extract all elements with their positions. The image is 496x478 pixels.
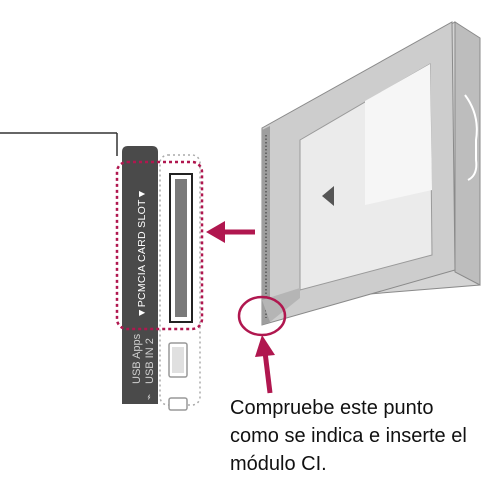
slot-label: ▼PCMCIA CARD SLOT▼	[136, 189, 148, 318]
pcmcia-card-slot	[169, 173, 193, 323]
usb-apps-label: USB Apps	[131, 333, 143, 384]
tv-outline	[0, 132, 118, 156]
usb-in-2-label: USB IN 2	[144, 338, 156, 384]
caption-line-2: como se indica e inserte el	[230, 425, 467, 447]
usb-symbol-icon: ⌁	[144, 394, 155, 400]
caption-line-3: módulo CI.	[230, 453, 327, 475]
ci-module-card	[261, 21, 481, 326]
tv-side-panel	[122, 146, 158, 404]
instruction-caption: Compruebe este punto como se indica e in…	[230, 394, 496, 478]
check-point-pointer-arrow-icon	[255, 335, 275, 394]
slot-highlight-box	[115, 160, 204, 331]
insert-direction-arrow-icon	[206, 221, 255, 243]
usb-ports	[168, 342, 188, 411]
slot-area-dotted-outline	[159, 154, 201, 406]
caption-line-1: Compruebe este punto	[230, 397, 434, 419]
